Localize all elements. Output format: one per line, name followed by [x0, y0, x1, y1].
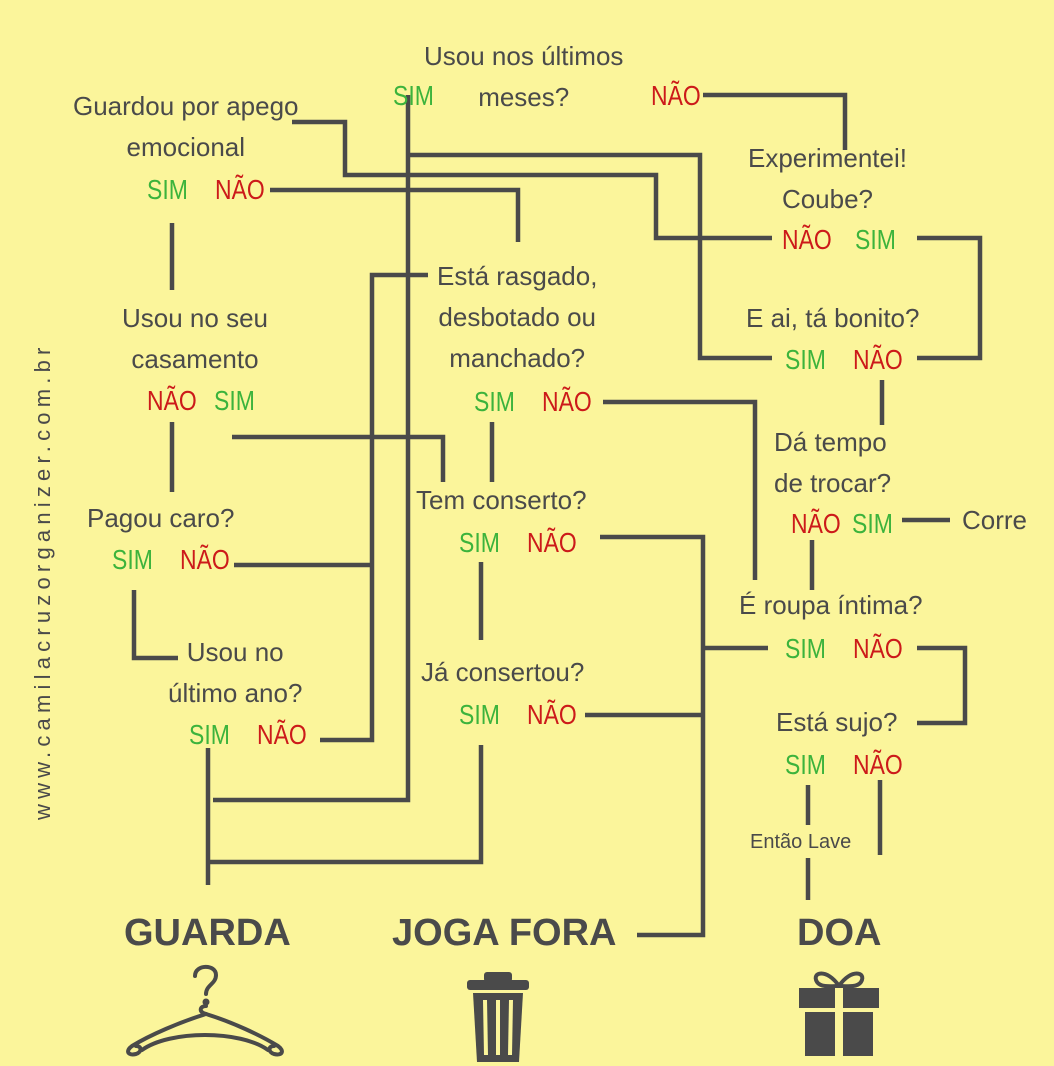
answer-yes-expensive: SIM [112, 544, 153, 575]
note-wash: Então Lave [750, 831, 852, 853]
answer-no-tried-on: NÃO [782, 224, 832, 255]
answer-no-dirty: NÃO [853, 749, 903, 780]
question-emotional: Guardou por apego emocional [73, 91, 299, 162]
question-fixable: Tem conserto? [416, 485, 587, 515]
answer-no-last-year: NÃO [257, 719, 307, 750]
trash-can-icon [467, 972, 529, 1062]
answer-yes-exchange: SIM [852, 508, 893, 539]
answer-no-emotional: NÃO [215, 174, 265, 205]
answer-yes-dirty: SIM [785, 749, 826, 780]
answer-yes-emotional: SIM [147, 174, 188, 205]
answer-yes-looks-good: SIM [785, 344, 826, 375]
question-looks-good: E ai, tá bonito? [746, 303, 920, 333]
answer-no-expensive: NÃO [180, 544, 230, 575]
answer-no-used-recently: NÃO [651, 80, 701, 111]
question-expensive: Pagou caro? [87, 503, 235, 533]
website-url: www.camilacruzorganizer.com.br [30, 342, 55, 820]
outcome-trash: JOGA FORA [392, 912, 617, 954]
answer-yes-underwear: SIM [785, 633, 826, 664]
outcome-donate: DOA [797, 912, 882, 954]
hanger-question-icon [126, 964, 284, 1057]
answer-yes-wedding: SIM [214, 385, 255, 416]
answer-no-exchange: NÃO [791, 508, 841, 539]
question-underwear: É roupa íntima? [739, 590, 923, 620]
question-dirty: Está sujo? [776, 707, 898, 737]
outcome-keep: GUARDA [124, 912, 291, 954]
question-last-year: Usou no último ano? [168, 637, 303, 708]
answer-no-fixed: NÃO [527, 699, 577, 730]
answer-no-underwear: NÃO [853, 633, 903, 664]
answer-no-looks-good: NÃO [853, 344, 903, 375]
answer-yes-fixable: SIM [459, 527, 500, 558]
answer-yes-last-year: SIM [189, 719, 230, 750]
answer-yes-used-recently: SIM [393, 80, 434, 111]
question-tried-on: Experimentei! Coube? [748, 143, 907, 214]
note-run: Corre [962, 505, 1028, 535]
gift-box-icon [799, 971, 879, 1056]
answer-no-fixable: NÃO [527, 527, 577, 558]
answer-yes-tried-on: SIM [855, 224, 896, 255]
answer-no-wedding: NÃO [147, 385, 197, 416]
question-used-recently: Usou nos últimos meses? [424, 41, 624, 112]
question-exchange: Dá tempo de trocar? [774, 427, 892, 498]
question-torn: Está rasgado, desbotado ou manchado? [437, 261, 598, 373]
question-wedding: Usou no seu casamento [122, 303, 268, 374]
answer-yes-fixed: SIM [459, 699, 500, 730]
answer-no-torn: NÃO [542, 386, 592, 417]
question-fixed: Já consertou? [421, 657, 585, 687]
answer-yes-torn: SIM [474, 386, 515, 417]
